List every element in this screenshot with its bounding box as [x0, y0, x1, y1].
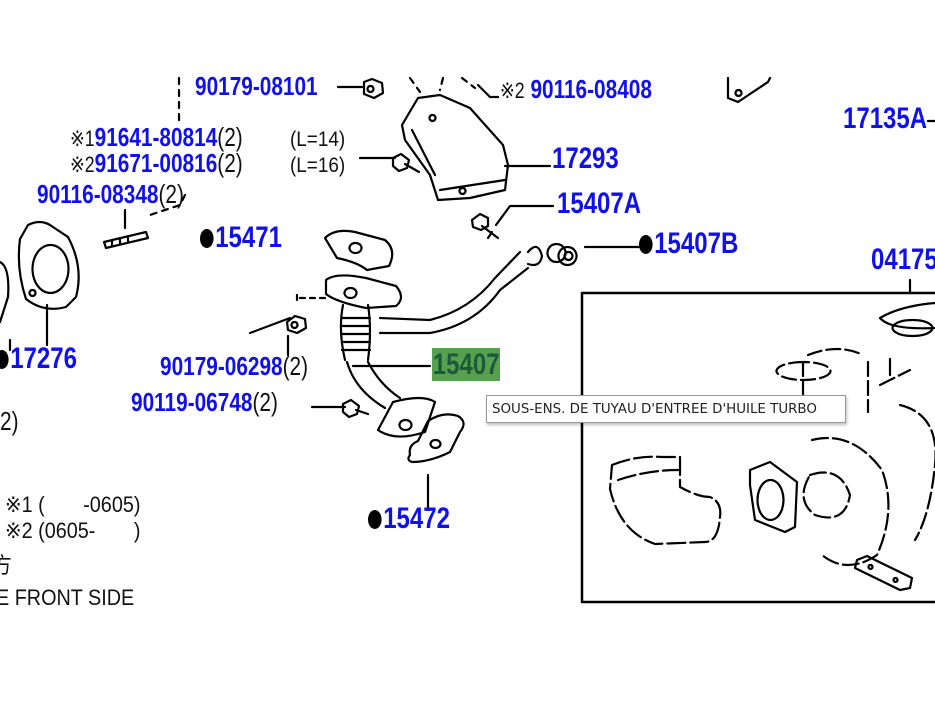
part-number-link[interactable]: 17276 — [10, 342, 77, 375]
gasket-drawing — [17, 220, 80, 310]
bullet-icon — [0, 350, 9, 369]
oil-pipe-drawing — [378, 245, 544, 335]
part-number-link[interactable]: 04175 — [871, 243, 935, 276]
note-mark: ※2 — [70, 152, 95, 177]
callout-15407-highlighted[interactable]: 15407 — [432, 348, 501, 381]
stud-drawing — [102, 230, 150, 250]
callout-15471[interactable]: 15471 — [200, 223, 282, 253]
part-number-link[interactable]: 90119-06748 — [131, 387, 253, 417]
note-mark: ※2 — [500, 78, 525, 103]
callout-90116-08408[interactable]: ※2 90116-08408 — [500, 76, 652, 102]
part-number-link[interactable]: 91641-80814 — [94, 122, 218, 152]
leader-line — [8, 83, 642, 512]
part-name-tooltip: SOUS-ENS. DE TUYAU D'ENTREE D'HUILE TURB… — [486, 395, 846, 423]
bolt-drawing — [470, 212, 500, 240]
turbo-gasket-drawing — [853, 554, 914, 592]
part-number-link[interactable]: 17135A — [843, 102, 928, 135]
applicability-note-2: ※2 (0605- ) — [5, 518, 141, 543]
bolt-drawing — [391, 152, 421, 174]
turbocharger-drawing — [775, 347, 870, 419]
callout-90116-08348[interactable]: 90116-08348(2) — [37, 181, 184, 207]
bullet-icon — [200, 229, 214, 248]
callout-90119-06748[interactable]: 90119-06748(2) — [131, 389, 278, 415]
part-number-link[interactable]: 90179-06298 — [160, 351, 283, 381]
inset-frame — [580, 291, 935, 604]
turbo-gasket-drawing — [878, 301, 935, 338]
part-number-link[interactable]: 90116-08348 — [37, 179, 159, 209]
dashed-guide — [148, 76, 187, 217]
callout-17135A[interactable]: 17135A — [843, 104, 927, 134]
nut-drawing — [362, 77, 385, 100]
bolt-drawing — [341, 398, 370, 419]
pipe-bellows-drawing — [339, 303, 402, 410]
part-number-link[interactable]: 15407A — [557, 187, 642, 220]
turbo-gasket-drawing — [748, 460, 799, 534]
quantity: (2) — [282, 351, 309, 381]
part-number-link[interactable]: 90179-08101 — [195, 71, 318, 101]
kanji-text: 方 — [0, 555, 12, 577]
callout-15472[interactable]: 15472 — [368, 504, 450, 534]
bullet-icon — [639, 235, 653, 254]
note-mark: ※1 — [70, 126, 95, 151]
applicability-note-1: ※1 ( -0605) — [5, 492, 141, 517]
turbocharger-drawing — [802, 353, 935, 567]
callout-04175[interactable]: 04175 — [871, 245, 935, 275]
quantity: (2) — [158, 179, 184, 209]
dashed-guide — [408, 76, 477, 94]
quantity: (2) — [217, 122, 243, 152]
callout-90179-08101[interactable]: 90179-08101 — [195, 73, 318, 99]
gasket-drawing — [407, 413, 465, 464]
bracket-drawing — [726, 76, 772, 104]
intake-elbow-drawing — [608, 455, 722, 546]
part-number-link[interactable]: 17293 — [552, 142, 619, 175]
gasket-drawing — [0, 260, 10, 324]
bracket-drawing — [400, 93, 510, 202]
dashed-guide — [295, 288, 327, 302]
nut-drawing — [285, 314, 308, 335]
leader-line — [908, 119, 935, 295]
callout-17293[interactable]: 17293 — [552, 144, 619, 174]
part-number-link[interactable]: 15472 — [383, 502, 450, 535]
flange-drawing — [376, 396, 437, 438]
flange-drawing — [324, 274, 403, 310]
part-number-link[interactable]: 15471 — [215, 221, 282, 254]
partial-quantity: 2) — [0, 408, 19, 434]
part-number-link[interactable]: 90116-08408 — [530, 74, 652, 104]
callout-17276[interactable]: 17276 — [0, 344, 77, 374]
bullet-icon — [368, 510, 382, 529]
callout-91641-80814[interactable]: ※191641-80814(2) — [70, 124, 243, 150]
quantity: (2) — [252, 387, 278, 417]
quantity: 2) — [0, 406, 19, 436]
callout-15407A[interactable]: 15407A — [557, 189, 641, 219]
front-side-label: E FRONT SIDE — [0, 585, 135, 610]
gasket-drawing — [546, 242, 578, 267]
part-number-link-selected[interactable]: 15407 — [432, 348, 501, 381]
callout-90179-06298[interactable]: 90179-06298(2) — [160, 353, 308, 379]
length-note: (L=14) — [290, 128, 346, 151]
gasket-drawing — [323, 229, 394, 272]
part-number-link[interactable]: 91671-00816 — [94, 148, 218, 178]
part-number-link[interactable]: 15407B — [654, 227, 739, 260]
callout-15407B[interactable]: 15407B — [639, 229, 738, 259]
callout-91671-00816[interactable]: ※291671-00816(2) — [70, 150, 243, 176]
quantity: (2) — [217, 148, 243, 178]
length-note: (L=16) — [290, 154, 346, 177]
